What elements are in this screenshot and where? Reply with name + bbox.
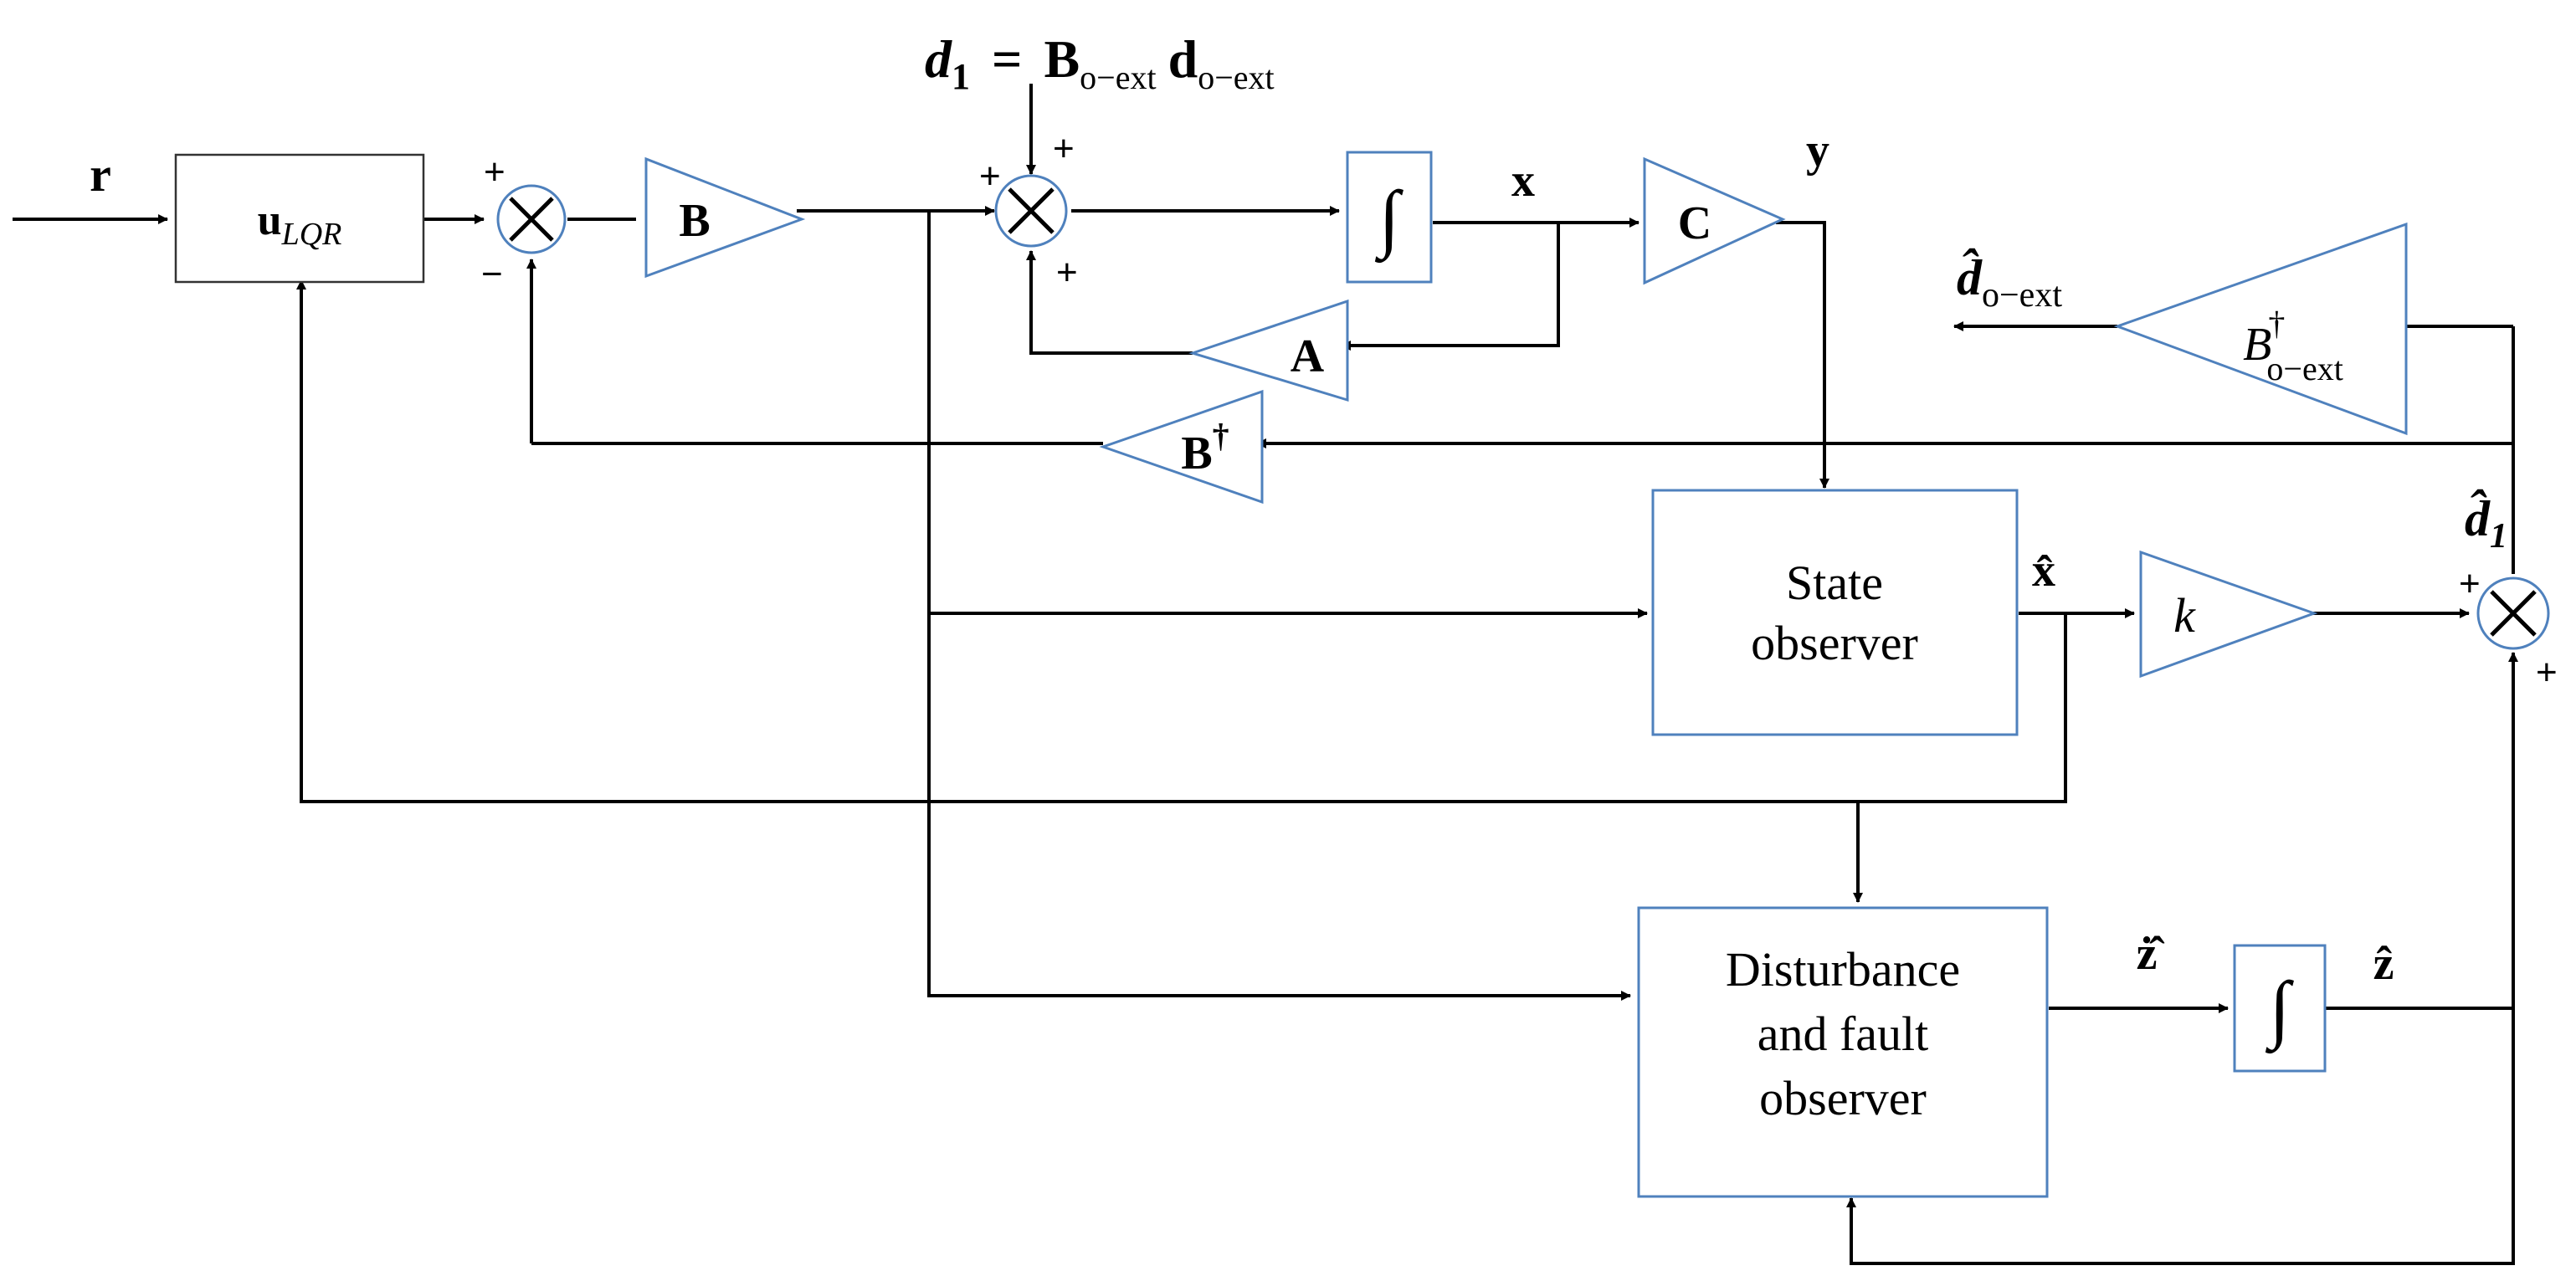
gain-b-pinv-main: B: [1181, 428, 1212, 479]
gain-a-block[interactable]: A: [1188, 299, 1349, 402]
svg-text:B†: B†: [1181, 417, 1229, 479]
state-observer-block[interactable]: State observer: [1651, 489, 2019, 736]
lqr-block[interactable]: uLQR: [174, 153, 425, 284]
svg-text:B†o−ext: B† o−ext: [2243, 305, 2343, 387]
integrator-1-symbol: ∫: [1375, 177, 1404, 264]
sum-junction-1: [496, 184, 567, 254]
wires: [13, 84, 2518, 1265]
wire-u-to-dist-observer: [927, 211, 1631, 1001]
sum-junction-3: [2476, 576, 2550, 650]
gain-bo-pinv-sub: o−ext: [2266, 350, 2343, 387]
sum1-plus-sign: +: [484, 151, 505, 192]
integrator-block-2[interactable]: ∫: [2233, 944, 2327, 1073]
integrator-block-1[interactable]: ∫: [1346, 151, 1433, 284]
disturbance-fault-observer-block[interactable]: Disturbance and fault observer: [1637, 906, 2049, 1198]
sum2-plus-top: +: [1053, 128, 1075, 169]
wire-zhat-feedback: [1846, 1008, 2515, 1265]
gain-b-label: B: [679, 195, 710, 247]
wire-zhat-to-sum3: [2325, 652, 2518, 1010]
gain-bo-pinv-sup: †: [2268, 305, 2285, 342]
sum2-plus-bottom: +: [1056, 252, 1078, 293]
signal-d1hat-label: d̂1: [2465, 490, 2507, 556]
gain-c-label: C: [1678, 197, 1711, 249]
gain-bo-pinv-block[interactable]: B† o−ext: [2113, 222, 2408, 436]
gain-b-pinv-block[interactable]: B†: [1099, 389, 1264, 505]
wire-xhat-to-lqr: [296, 279, 2067, 803]
dist-observer-line-3: observer: [1759, 1071, 1927, 1125]
signal-zhat-label: ẑ: [2373, 938, 2394, 990]
signal-r-label: r: [90, 147, 111, 202]
sum2-plus-left: +: [979, 156, 1001, 197]
lqr-sub: LQR: [281, 217, 342, 252]
state-observer-line-1: State: [1786, 556, 1883, 610]
dist-observer-line-2: and fault: [1758, 1007, 1929, 1061]
svg-text:uLQR: uLQR: [258, 197, 342, 252]
sum3-plus-left: +: [2459, 563, 2481, 604]
dist-observer-line-1: Disturbance: [1726, 942, 1960, 997]
gain-a-label: A: [1291, 330, 1325, 382]
signal-xhat-label: x̂: [2032, 545, 2055, 597]
lqr-main: u: [258, 197, 282, 244]
signal-y-label: y: [1806, 125, 1829, 177]
gain-k-label: k: [2173, 588, 2196, 643]
wire-a-to-sum2: [1026, 250, 1193, 355]
sum3-plus-bottom: +: [2536, 652, 2558, 693]
state-observer-line-2: observer: [1751, 616, 1918, 670]
gain-b-pinv-sup: †: [1213, 417, 1229, 454]
gain-b-block[interactable]: B: [644, 156, 806, 279]
signal-do-ext-hat-label: d̂o−ext: [1957, 249, 2062, 315]
wire-y-to-observer: [1776, 221, 1829, 489]
sum-junction-2: [994, 174, 1068, 248]
gain-c-block[interactable]: C: [1643, 156, 1786, 285]
sum1-minus-sign: −: [481, 254, 503, 295]
signal-x-label: x: [1511, 155, 1535, 207]
gain-bo-pinv-main: B: [2243, 319, 2271, 371]
wire-x-to-a: [1341, 223, 1560, 351]
integrator-2-symbol: ∫: [2266, 967, 2295, 1054]
gain-k-block[interactable]: k: [2139, 550, 2318, 679]
signal-zdot-hat-label: ż̂: [2137, 928, 2165, 980]
